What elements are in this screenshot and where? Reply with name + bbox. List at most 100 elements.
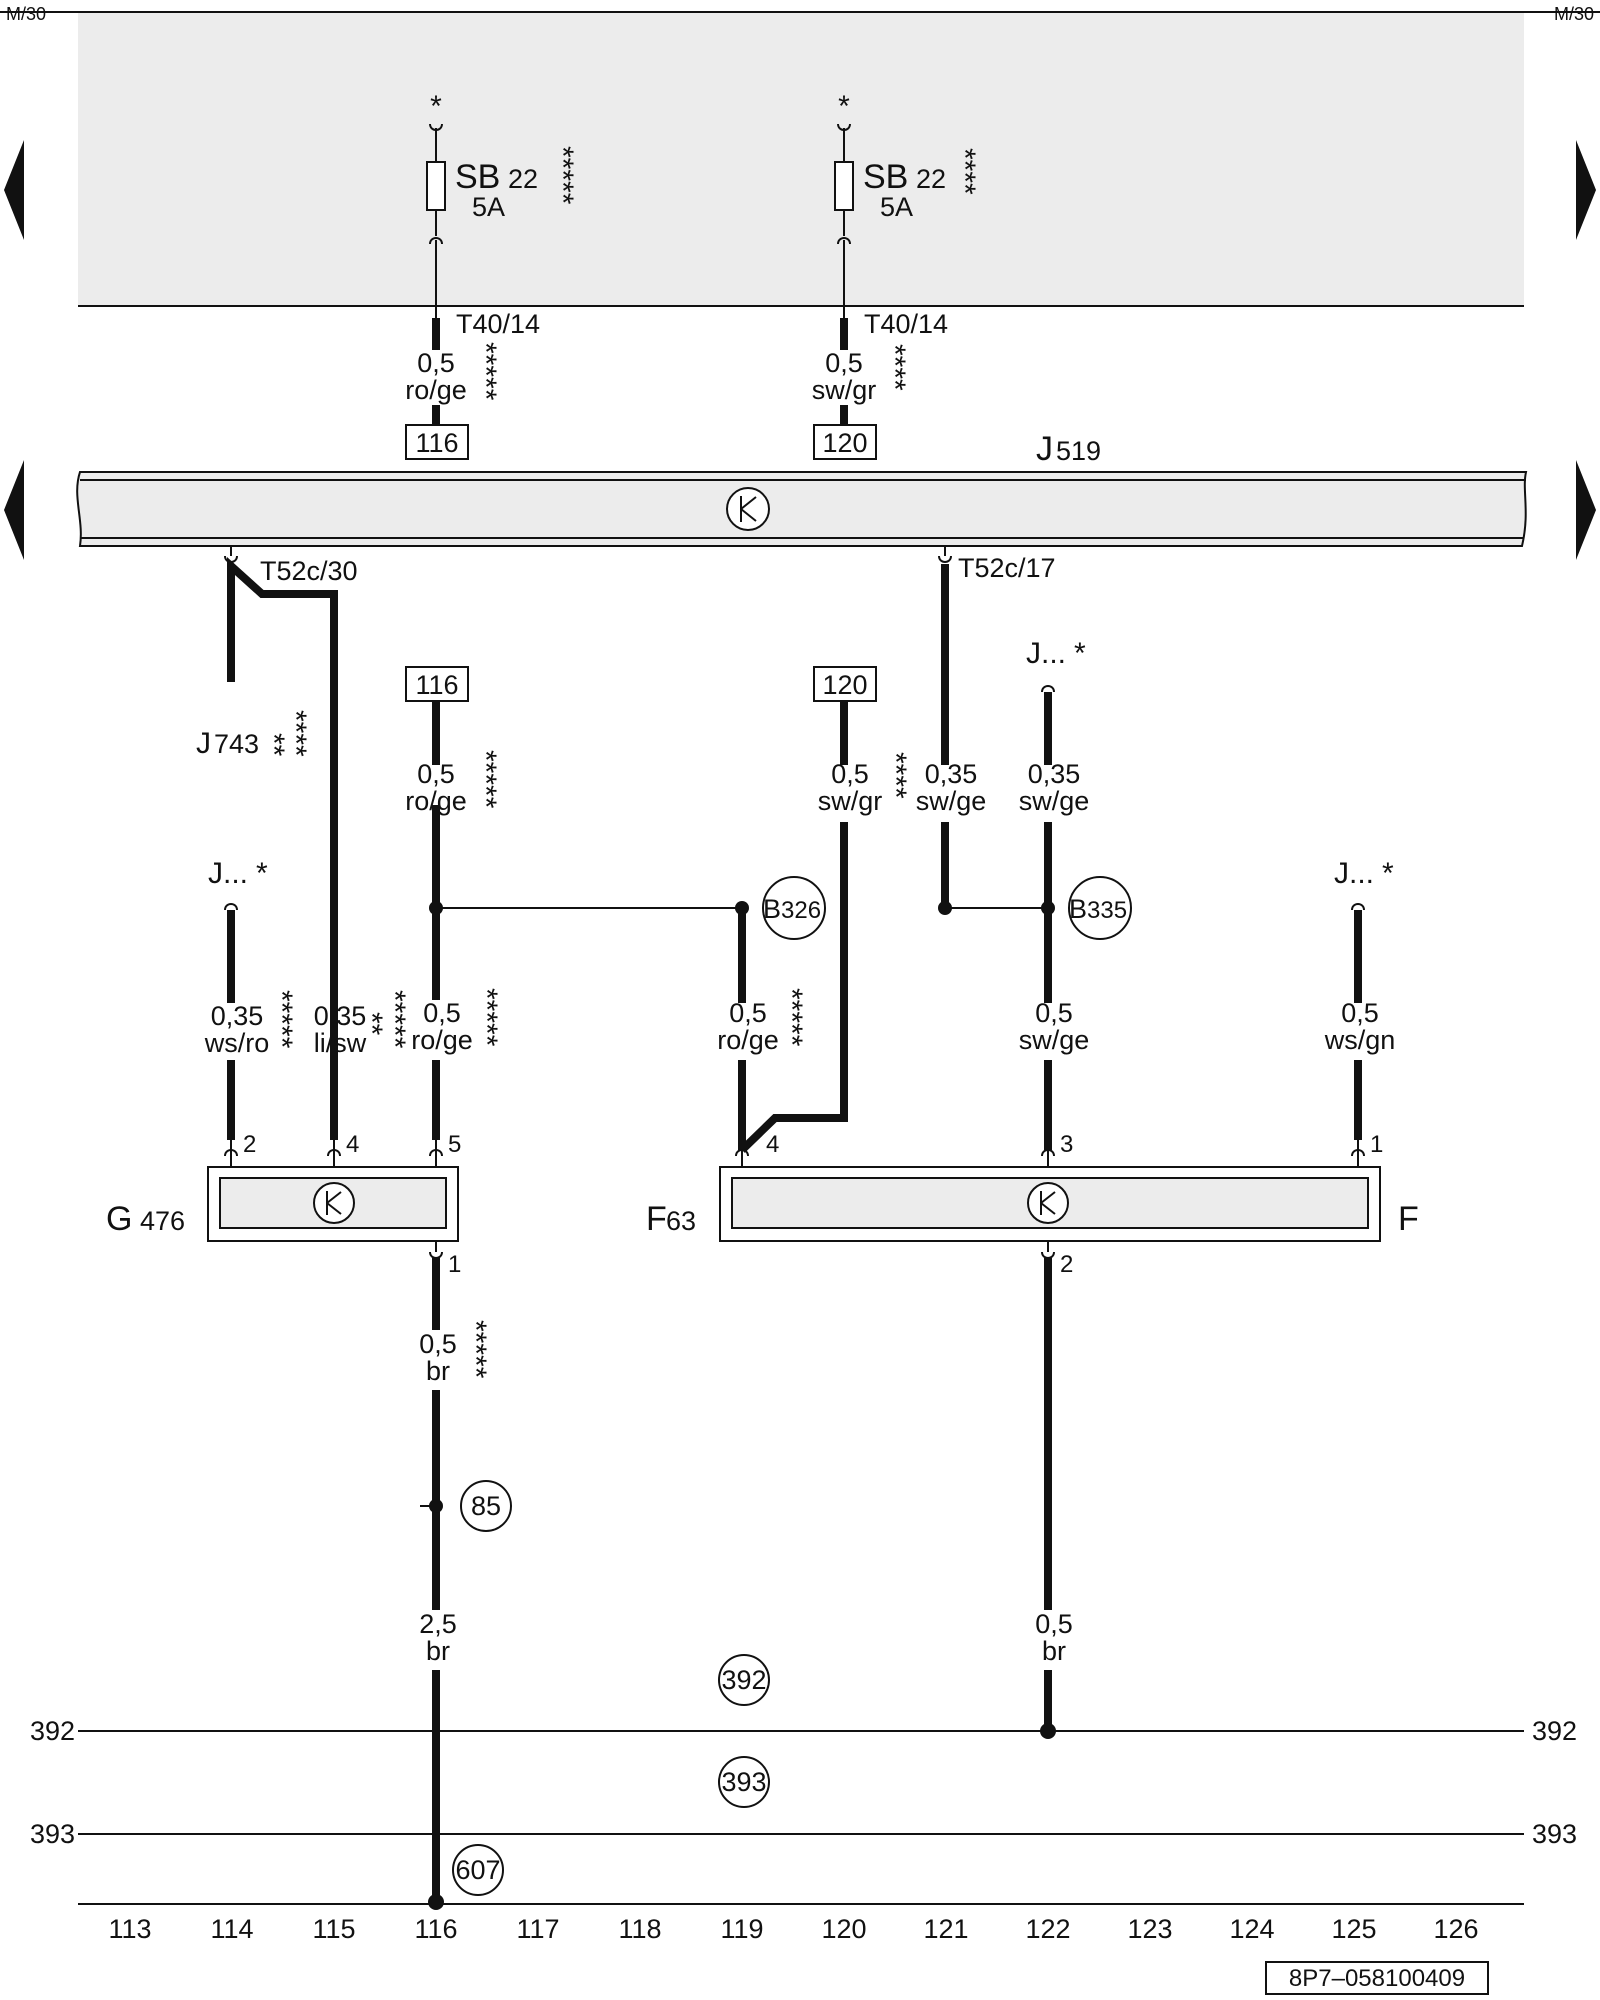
doc-id-box bbox=[1265, 1961, 1489, 1995]
column-number: 126 bbox=[1433, 1914, 1478, 1944]
ref-box-120-mid[interactable] bbox=[813, 666, 877, 702]
j743-sub: 743 bbox=[214, 729, 259, 759]
ref-number: 120 bbox=[822, 670, 867, 700]
column-number: 123 bbox=[1127, 1914, 1172, 1944]
fuse-name: SB bbox=[455, 158, 500, 196]
splice-sub: 335 bbox=[1087, 897, 1127, 924]
j743-asterisks-left: ** bbox=[257, 733, 290, 757]
pin-number: 2 bbox=[1060, 1251, 1073, 1278]
wire-color: br bbox=[426, 1636, 450, 1666]
component-sub: 63 bbox=[666, 1206, 696, 1236]
splice-name: B bbox=[763, 894, 781, 924]
wire-121: 0,35 sw/ge bbox=[916, 564, 987, 908]
top-wire-116: T40/14 0,5 ro/ge ***** 116 bbox=[405, 309, 540, 460]
connector-label: T40/14 bbox=[864, 309, 948, 339]
prev-page-arrow-top[interactable] bbox=[4, 140, 24, 240]
wire-asterisks-extra: ** bbox=[355, 1012, 388, 1036]
pin-number: 3 bbox=[1060, 1131, 1073, 1158]
j-star-name: J... bbox=[208, 857, 248, 890]
wire-asterisks: ***** bbox=[470, 988, 503, 1047]
control-unit-j519: J 519 T52c/30 T52c/17 bbox=[76, 430, 1528, 586]
wire-gauge: 0,5 bbox=[729, 998, 767, 1028]
fuse-sub: 22 bbox=[916, 164, 946, 194]
rail-label-right: 392 bbox=[1532, 1716, 1577, 1746]
doc-id: 8P7–058100409 bbox=[1289, 1965, 1465, 1992]
ref-box[interactable] bbox=[813, 424, 877, 460]
ref-number: 116 bbox=[415, 670, 458, 700]
wire-color: br bbox=[1042, 1636, 1066, 1666]
splice-name: B bbox=[1069, 894, 1087, 924]
wire-gauge: 0,35 bbox=[314, 1001, 367, 1031]
ref-box[interactable] bbox=[405, 424, 469, 460]
ref-number: 120 bbox=[822, 428, 867, 458]
wire-color: ro/ge bbox=[411, 1025, 473, 1055]
ground-point-85[interactable] bbox=[460, 1480, 512, 1532]
fuse-panel bbox=[78, 12, 1524, 306]
wire-asterisks: ***** bbox=[459, 1320, 492, 1379]
splice-b335[interactable] bbox=[1068, 876, 1132, 940]
component-g476[interactable] bbox=[207, 1166, 459, 1242]
next-page-arrow-bus[interactable] bbox=[1576, 460, 1596, 560]
wire-gauge: 2,5 bbox=[419, 1609, 457, 1639]
j-star-marker: * bbox=[256, 857, 268, 890]
ground-point-393[interactable] bbox=[718, 1756, 770, 1808]
ground-point-label: 393 bbox=[721, 1767, 766, 1797]
next-page-arrow-top[interactable] bbox=[1576, 140, 1596, 240]
fuse-name: SB bbox=[863, 158, 908, 196]
component-pins-top bbox=[224, 1140, 1365, 1170]
pin-socket bbox=[938, 555, 952, 563]
pin-number: 4 bbox=[766, 1131, 779, 1158]
component-name-right: F bbox=[1398, 1200, 1419, 1238]
wire-color: sw/ge bbox=[1019, 786, 1090, 816]
j-star-name: J... bbox=[1334, 857, 1374, 890]
ground-point-607[interactable] bbox=[452, 1844, 504, 1896]
ref-number: 116 bbox=[415, 428, 458, 458]
splice-b326[interactable] bbox=[762, 876, 826, 940]
bus-sub: 519 bbox=[1056, 436, 1101, 466]
wire-116: 0,5 ro/ge ***** 0,5 ro/ge ***** bbox=[405, 701, 503, 1140]
j743-asterisks-right: **** bbox=[279, 710, 312, 757]
component-f63[interactable] bbox=[719, 1166, 1381, 1242]
bus-right-connector: T52c/17 bbox=[958, 553, 1056, 583]
rail-label-left: 393 bbox=[30, 1819, 75, 1849]
wire-color: sw/ge bbox=[916, 786, 987, 816]
ground-point-label: 392 bbox=[721, 1665, 766, 1695]
wire-asterisks: ***** bbox=[265, 990, 298, 1049]
wire-gauge: 0,5 bbox=[423, 998, 461, 1028]
wire-115-labels: 0,35 li/sw ** ***** bbox=[314, 990, 411, 1058]
wire-asterisks: ***** bbox=[469, 342, 502, 401]
j743-name: J bbox=[196, 727, 211, 760]
column-number: 121 bbox=[923, 1914, 968, 1944]
column-number: 125 bbox=[1331, 1914, 1376, 1944]
pin-number: 1 bbox=[448, 1251, 461, 1278]
j-star-marker: * bbox=[1074, 637, 1086, 670]
column-number: 120 bbox=[821, 1914, 866, 1944]
wire-gauge: 0,5 bbox=[1341, 998, 1379, 1028]
wire-122: J... * 0,35 sw/ge 0,5 sw/ge bbox=[1019, 637, 1090, 1150]
wire-color: br bbox=[426, 1356, 450, 1386]
fuse-rating: 5A bbox=[472, 192, 505, 222]
wire-b326-f63: 0,5 ro/ge ***** bbox=[717, 908, 808, 1150]
electronic-symbol-icon bbox=[726, 487, 770, 531]
ground-rail-392: 392 392 bbox=[30, 1716, 1577, 1746]
component-name: G bbox=[106, 1200, 132, 1238]
j-star-name: J... bbox=[1026, 637, 1066, 670]
wire-gauge: 0,5 bbox=[417, 759, 455, 789]
rail-label-left: 392 bbox=[30, 1716, 75, 1746]
fuse-star: * bbox=[838, 90, 850, 123]
wire-gauge: 0,5 bbox=[1035, 1609, 1073, 1639]
pin-number: 5 bbox=[448, 1131, 461, 1158]
ground-rail-393: 393 393 bbox=[30, 1819, 1577, 1849]
prev-page-arrow-bus[interactable] bbox=[4, 460, 24, 560]
column-number: 122 bbox=[1025, 1914, 1070, 1944]
ground-junction-dot bbox=[428, 1894, 444, 1910]
wire-asterisks: **** bbox=[878, 344, 911, 391]
bus-left-connector: T52c/30 bbox=[260, 556, 358, 586]
component-sub: 476 bbox=[140, 1206, 185, 1236]
column-number: 117 bbox=[516, 1914, 559, 1944]
top-wire-120: T40/14 0,5 sw/gr **** 120 bbox=[812, 309, 948, 460]
ref-box-116-mid[interactable] bbox=[405, 666, 469, 702]
ground-point-392[interactable] bbox=[718, 1654, 770, 1706]
wire-color: li/sw bbox=[314, 1028, 367, 1058]
